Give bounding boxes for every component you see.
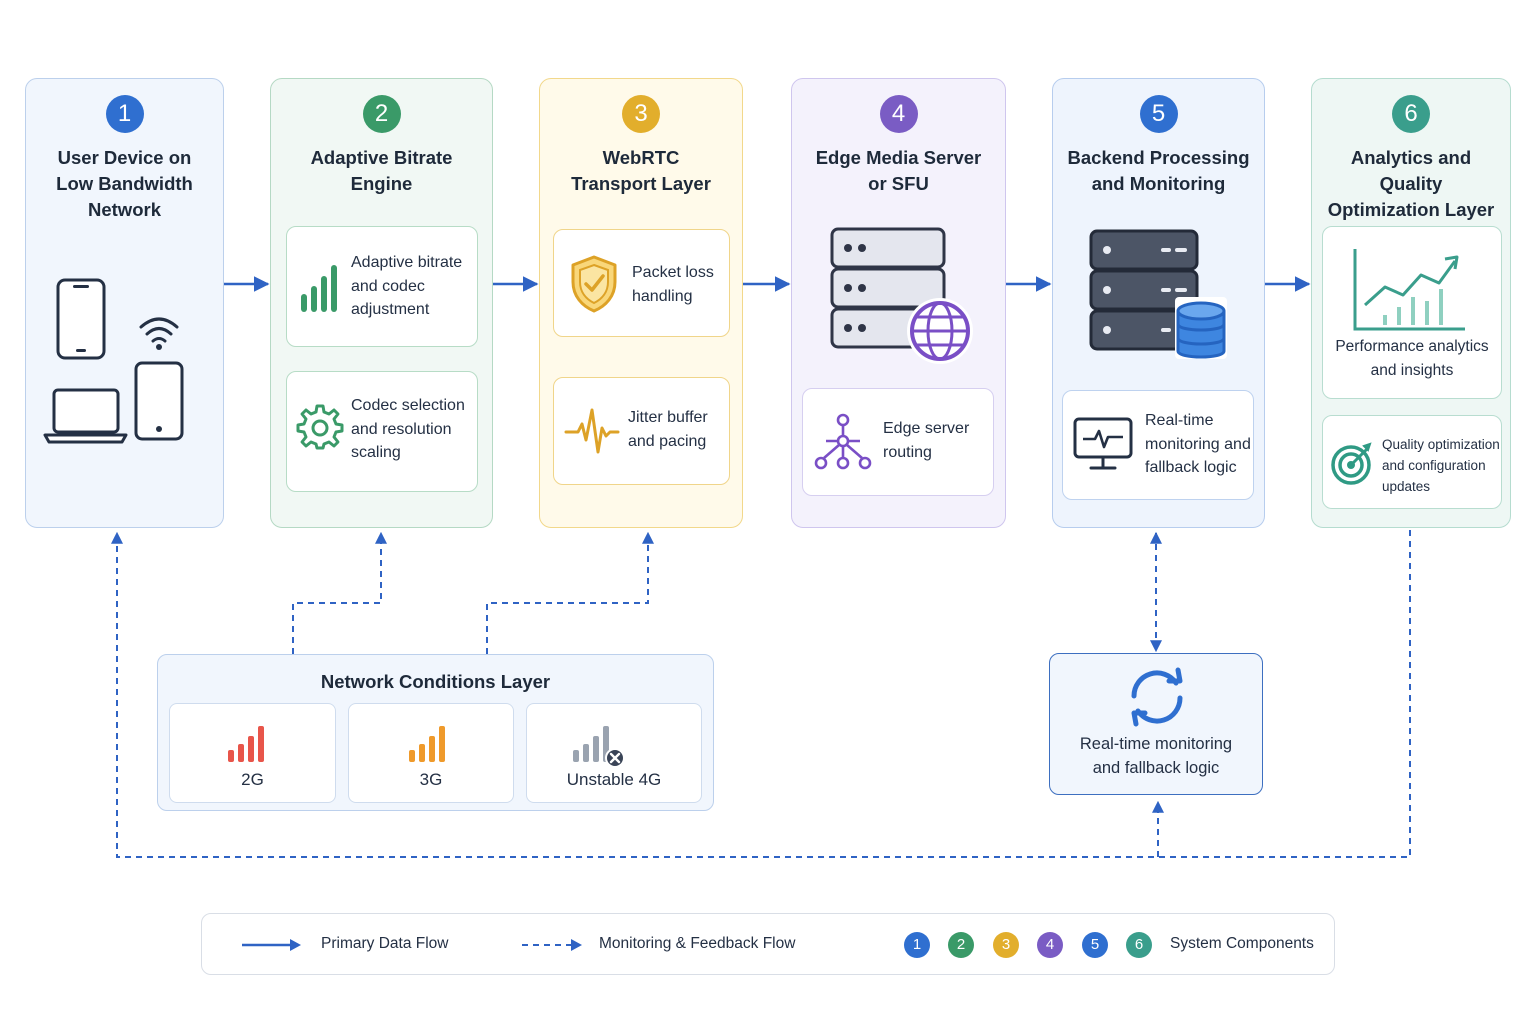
network-2g: 2G: [169, 703, 336, 803]
component-title: Analytics and Quality Optimization Layer: [1327, 147, 1495, 220]
card-packet-loss: Packet loss handling: [553, 229, 730, 337]
card-text: Packet loss handling: [632, 264, 714, 305]
network-tree-icon: [814, 413, 872, 470]
card-performance-analytics: Performance analytics and insights: [1322, 226, 1502, 399]
card-edge-routing: Edge server routing: [802, 388, 994, 496]
step-badge-6: 6: [1392, 95, 1430, 133]
server-globe-icon: [830, 227, 973, 364]
shield-check-icon: [571, 255, 617, 313]
legend-feedback-label: Monitoring & Feedback Flow: [599, 935, 796, 952]
target-icon: [1331, 442, 1372, 485]
user-devices-icon: [43, 278, 184, 444]
card-quality-optimization: Quality optimization and configuration u…: [1322, 415, 1502, 509]
card-text: Edge server routing: [883, 420, 970, 461]
legend: Primary Data Flow Monitoring & Feedback …: [201, 913, 1335, 975]
component-title: Adaptive Bitrate Engine: [310, 147, 453, 194]
server-database-icon: [1089, 229, 1227, 359]
feedback-loop-to-device: [111, 530, 1411, 858]
realtime-fallback-box: Real-time monitoring and fallback logic: [1049, 653, 1263, 795]
card-text: Adaptive bitrate and codec adjustment: [351, 254, 463, 318]
card-text: Jitter buffer and pacing: [628, 409, 708, 450]
step-badge-4: 4: [879, 95, 918, 133]
legend-badge-5: 5: [1082, 932, 1108, 958]
card-text: Quality optimization and configuration u…: [1382, 437, 1500, 494]
component-edge-media-server: 4 Edge Media Server or SFU: [791, 78, 1006, 528]
step-badge-3: 3: [622, 95, 660, 133]
growth-chart-icon: [1353, 249, 1465, 331]
monitor-pulse-icon: [1073, 417, 1133, 470]
step-badge-1: 1: [105, 95, 144, 133]
legend-badge-2: 2: [948, 932, 974, 958]
legend-badge-6: 6: [1126, 932, 1152, 958]
step-badge-2: 2: [362, 95, 401, 133]
network-unstable-4g: Unstable 4G: [526, 703, 702, 803]
component-title: Edge Media Server or SFU: [815, 147, 982, 194]
legend-badge-1: 1: [904, 932, 930, 958]
legend-badge-4: 4: [1037, 932, 1063, 958]
signal-unstable-icon: [573, 726, 625, 768]
network-label: 2G: [241, 770, 264, 789]
refresh-cycle-icon: [1131, 667, 1183, 727]
network-label: 3G: [419, 770, 443, 789]
card-text: Codec selection and resolution scaling: [351, 397, 465, 461]
component-webrtc-transport-layer: 3 WebRTC Transport Layer Packet loss han…: [539, 78, 743, 528]
card-codec-selection: Codec selection and resolution scaling: [286, 371, 478, 492]
card-text: Performance analytics and insights: [1335, 338, 1489, 379]
component-title: User Device on Low Bandwidth Network: [56, 147, 193, 220]
primary-flow-legend-icon: [242, 939, 301, 951]
signal-3g-icon: [409, 726, 445, 762]
card-realtime-monitoring: Real-time monitoring and fallback logic: [1062, 390, 1254, 500]
legend-badge-3: 3: [993, 932, 1019, 958]
waveform-icon: [564, 408, 620, 454]
step-badge-5: 5: [1139, 95, 1178, 133]
legend-primary-label: Primary Data Flow: [321, 935, 449, 952]
network-conditions-layer: Network Conditions Layer 2G 3G Unstable …: [157, 654, 714, 811]
component-title: Backend Processing and Monitoring: [1067, 147, 1250, 194]
signal-bars-icon: [301, 265, 337, 312]
signal-2g-icon: [228, 726, 264, 762]
network-to-abr: [292, 531, 387, 654]
component-analytics-optimization: 6 Analytics and Quality Optimization Lay…: [1311, 78, 1511, 528]
gear-icon: [296, 404, 344, 450]
network-layer-title: Network Conditions Layer: [320, 671, 551, 692]
component-user-device: 1 User Device on Low Bandwidth Network: [25, 78, 224, 528]
network-to-webrtc: [486, 531, 654, 654]
component-title: WebRTC Transport Layer: [571, 147, 711, 194]
network-3g: 3G: [348, 703, 514, 803]
network-label: Unstable 4G: [566, 770, 662, 789]
component-adaptive-bitrate-engine: 2 Adaptive Bitrate Engine Adaptive bitra…: [270, 78, 493, 528]
card-bitrate-adjustment: Adaptive bitrate and codec adjustment: [286, 226, 478, 347]
legend-components-label: System Components: [1170, 935, 1314, 952]
fallback-text: Real-time monitoring and fallback logic: [1079, 735, 1233, 777]
feedback-flow-legend-icon: [522, 939, 582, 951]
card-jitter-buffer: Jitter buffer and pacing: [553, 377, 730, 485]
card-text: Real-time monitoring and fallback logic: [1145, 412, 1251, 476]
component-backend-processing: 5 Backend Processing and Monitoring Real…: [1052, 78, 1265, 528]
